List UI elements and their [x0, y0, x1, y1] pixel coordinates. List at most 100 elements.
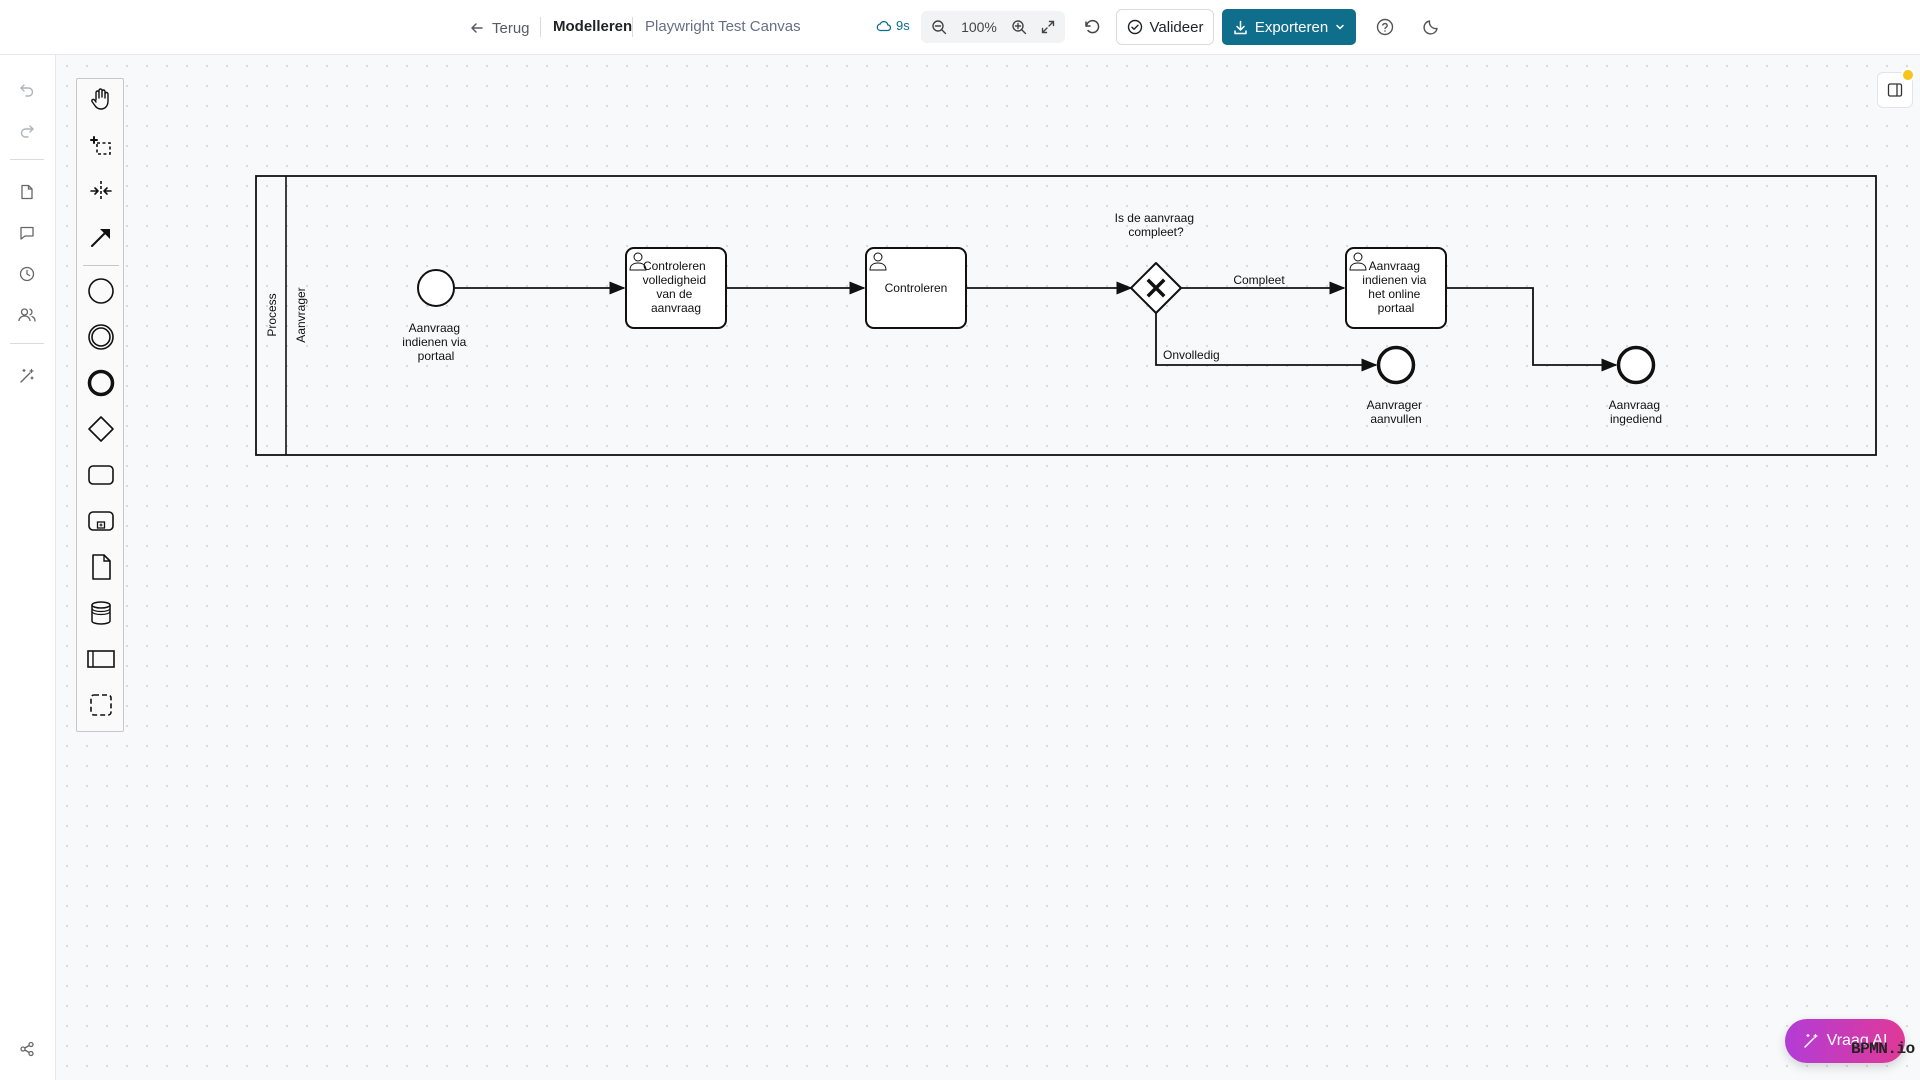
flow-incomplete-label: Onvolledig: [1163, 348, 1220, 362]
pool-icon[interactable]: [83, 641, 119, 677]
task1-label-2: volledigheid: [643, 273, 706, 287]
moon-icon: [1423, 20, 1438, 35]
task2-label: Controleren: [885, 281, 948, 295]
end-event-aanvrager-aanvullen[interactable]: Aanvrager aanvullen: [1367, 345, 1426, 427]
group-icon[interactable]: [83, 687, 119, 723]
share-icon[interactable]: [16, 1038, 38, 1060]
ask-ai-label: Vraag AI: [1826, 1032, 1888, 1049]
data-object-icon[interactable]: [83, 549, 119, 585]
download-icon: [1234, 20, 1247, 34]
hand-tool-icon[interactable]: [83, 81, 119, 117]
rail-divider: [10, 159, 44, 160]
modeling-canvas[interactable]: [57, 56, 1920, 1080]
task3-label-2: indienen via: [1362, 273, 1426, 287]
user-icon: [869, 252, 887, 271]
space-tool-icon[interactable]: [83, 173, 119, 209]
redo-icon[interactable]: [16, 120, 38, 142]
user-icon: [1349, 252, 1367, 271]
flow-task3-to-end2[interactable]: [1446, 287, 1618, 372]
chevron-down-icon: [1336, 24, 1344, 30]
document-icon[interactable]: [16, 181, 38, 203]
svg-text:Aanvraag ingediend: Aanvraag ingediend: [1609, 398, 1664, 426]
save-status-text: 9s: [896, 18, 910, 33]
undo-icon[interactable]: [16, 79, 38, 101]
gateway-icon[interactable]: [83, 411, 119, 447]
end-event-aanvraag-ingediend[interactable]: Aanvraag ingediend: [1609, 345, 1664, 427]
export-label: Exporteren: [1254, 18, 1329, 36]
end-event-icon[interactable]: [83, 365, 119, 401]
connect-tool-icon[interactable]: [83, 219, 119, 255]
exclusive-gateway[interactable]: Is de aanvraag compleet?: [1115, 211, 1198, 314]
back-button[interactable]: Terug: [470, 17, 530, 39]
rotate-ccw-icon: [1085, 19, 1100, 34]
validate-label: Valideer: [1149, 18, 1204, 36]
zoom-out-icon[interactable]: [931, 19, 947, 35]
zoom-level: 100%: [961, 19, 997, 35]
notification-badge: [1901, 68, 1915, 82]
bpmn-io-watermark[interactable]: BPMN.io: [1851, 1040, 1915, 1058]
back-label: Terug: [492, 19, 530, 37]
magic-wand-icon: [1803, 1033, 1818, 1048]
lane-label: Aanvrager: [294, 287, 308, 342]
validate-button[interactable]: Valideer: [1116, 9, 1214, 45]
reset-view-button[interactable]: [1080, 14, 1104, 40]
svg-text:Aanvraag indienen via: Aanvraag indienen via portaal: [402, 321, 469, 363]
user-icon: [629, 252, 647, 271]
comment-icon[interactable]: [16, 222, 38, 244]
document-name[interactable]: Playwright Test Canvas: [645, 18, 801, 35]
task3-label-1: Aanvraag: [1369, 259, 1420, 273]
end-event1-label-1: Aanvrager: [1367, 398, 1422, 412]
pool[interactable]: Process: [255, 175, 1877, 456]
zoom-in-icon[interactable]: [1011, 19, 1027, 35]
history-icon[interactable]: [16, 263, 38, 285]
svg-text:Is de aanvraag compleet?: Is de aanvraag compleet?: [1115, 211, 1198, 239]
gateway-label-1: Is de aanvraag: [1115, 211, 1194, 225]
user-task-aanvraag-indienen[interactable]: Aanvraag indienen via het online portaal: [1345, 247, 1447, 329]
intermediate-event-icon[interactable]: [83, 319, 119, 355]
start-event-label-3: portaal: [418, 349, 455, 363]
pool-label: Process: [265, 293, 279, 336]
svg-text:Aanvraag indienen via: Aanvraag indienen via het online portaal: [1362, 259, 1429, 315]
top-header: Terug Modelleren Playwright Test Canvas …: [0, 0, 1920, 55]
svg-text:Controleren volledigheid: Controleren volledigheid van de aanvraag: [643, 259, 710, 315]
sidebar-panel-icon: [1887, 83, 1903, 97]
flow-complete-label: Compleet: [1233, 273, 1285, 287]
left-rail: [0, 55, 56, 1080]
task3-label-4: portaal: [1378, 301, 1415, 315]
mode-title: Modelleren: [553, 18, 633, 35]
lasso-tool-icon[interactable]: [83, 127, 119, 163]
data-store-icon[interactable]: [83, 595, 119, 631]
task1-label-3: van de: [656, 287, 692, 301]
task3-label-3: het online: [1368, 287, 1420, 301]
user-task-controleren-volledigheid[interactable]: Controleren volledigheid van de aanvraag: [625, 247, 727, 329]
ask-ai-button[interactable]: Vraag AI: [1785, 1019, 1905, 1063]
task1-label-1: Controleren: [643, 259, 706, 273]
cloud-icon: [876, 20, 891, 31]
magic-wand-icon[interactable]: [16, 365, 38, 387]
users-icon[interactable]: [16, 304, 38, 326]
lane[interactable]: Aanvrager: [294, 287, 308, 342]
subprocess-icon[interactable]: [83, 503, 119, 539]
start-event-label-1: Aanvraag: [409, 321, 460, 335]
header-divider: [632, 17, 633, 37]
task1-label-4: aanvraag: [651, 301, 701, 315]
fit-to-screen-icon[interactable]: [1041, 20, 1055, 34]
help-button[interactable]: [1374, 16, 1396, 38]
arrow-left-icon: [471, 23, 483, 33]
save-status: 9s: [876, 18, 910, 33]
tool-palette: [76, 78, 124, 732]
start-event-icon[interactable]: [83, 273, 119, 309]
check-circle-icon: [1127, 19, 1142, 35]
start-event[interactable]: Aanvraag indienen via portaal: [402, 269, 469, 363]
user-task-controleren[interactable]: Controleren: [865, 247, 967, 329]
end-event1-label-2: aanvullen: [1370, 412, 1421, 426]
sequence-flows: [454, 281, 1618, 372]
theme-toggle-button[interactable]: [1420, 16, 1442, 38]
flow-gateway-to-end1[interactable]: [1155, 313, 1378, 372]
task-icon[interactable]: [83, 457, 119, 493]
export-button[interactable]: Exporteren: [1222, 9, 1356, 45]
help-circle-icon: [1376, 18, 1394, 36]
palette-divider: [83, 265, 119, 266]
rail-divider: [10, 343, 44, 344]
